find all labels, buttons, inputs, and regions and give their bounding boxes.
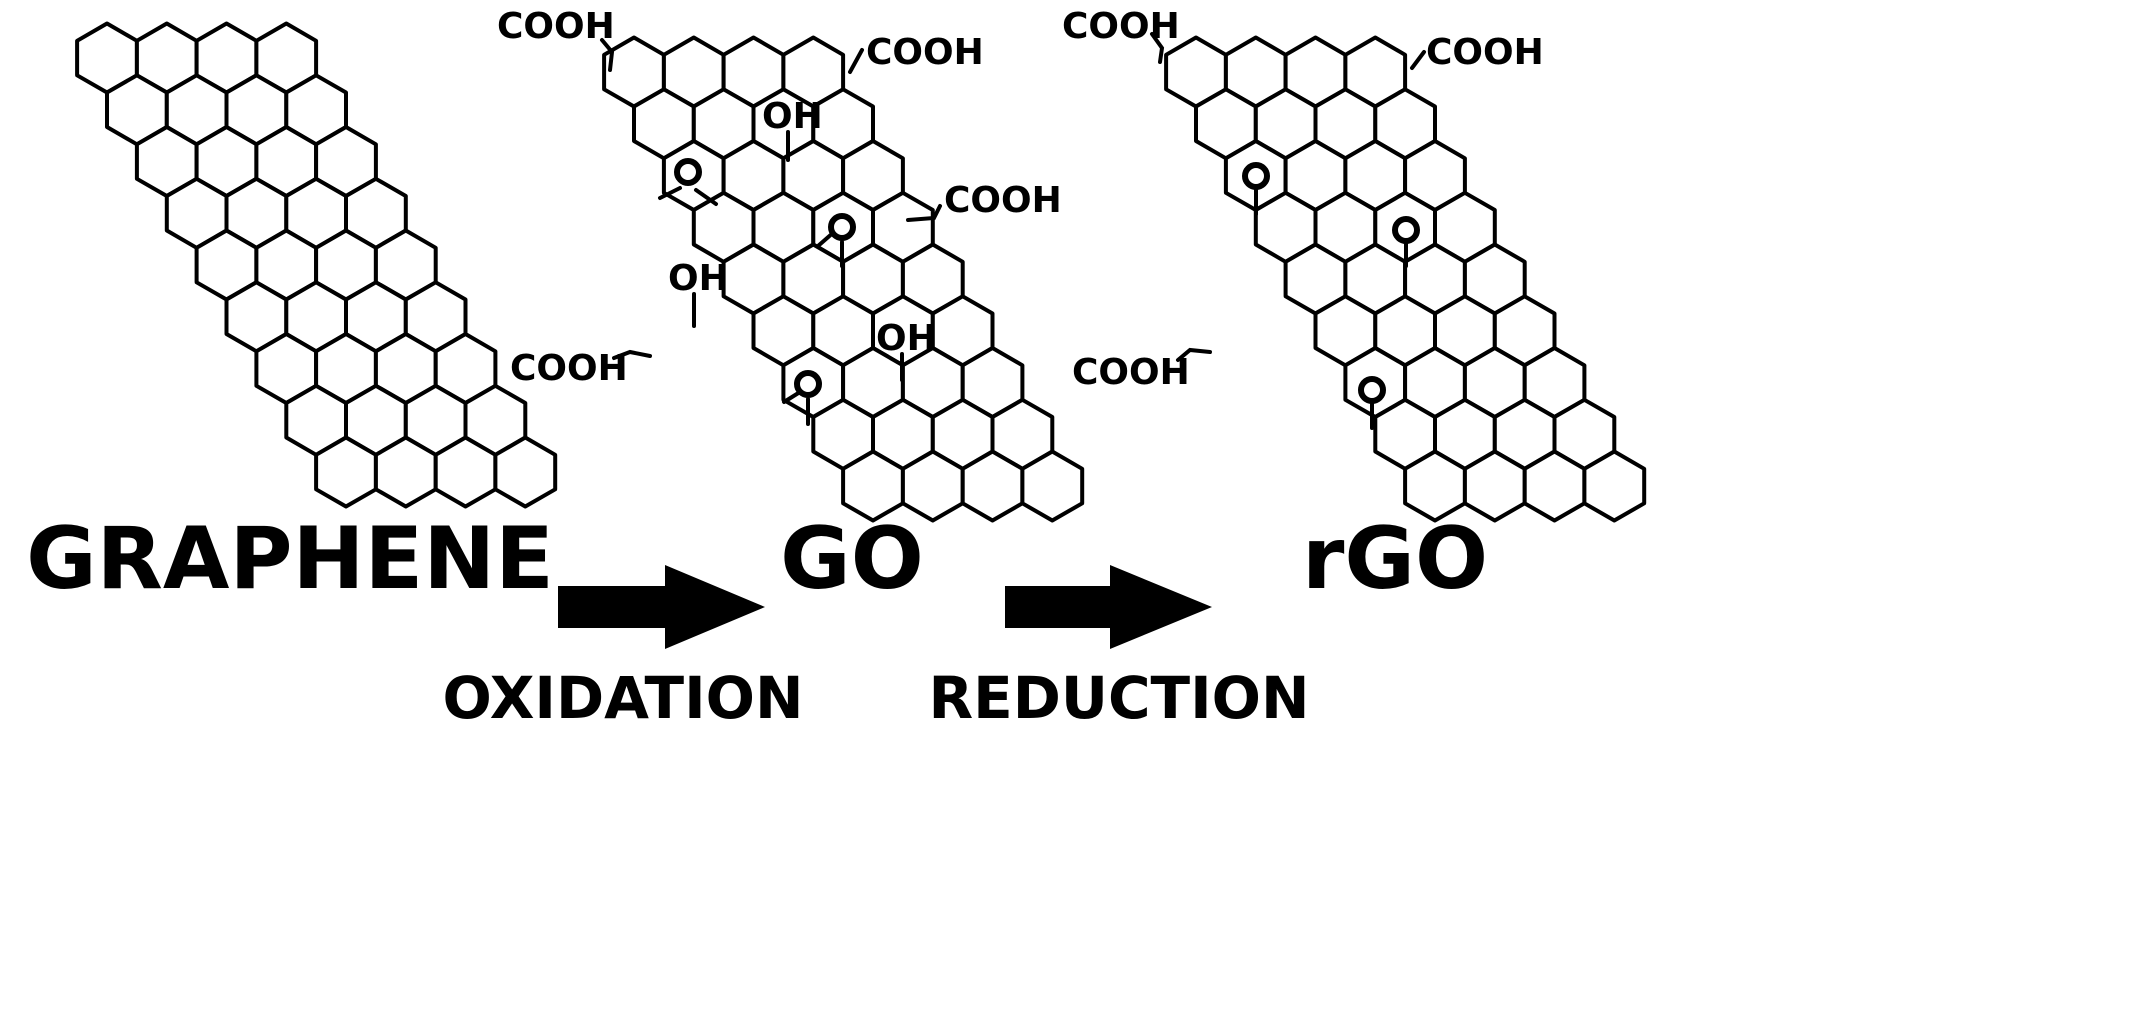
rgo-epoxy-3 [1358,376,1386,430]
go-label: GO [780,509,924,609]
graphene-hexagon [493,435,558,509]
svg-text:COOH: COOH [1072,352,1190,393]
svg-text:OH: OH [762,96,823,137]
go-oh-top: OH [762,96,823,162]
go-epoxy-1 [658,158,718,206]
go-cooh-right: COOH [906,180,1062,222]
rgo-hexagon [1582,449,1647,523]
go-epoxy-3 [782,370,822,426]
reduction-arrow [1005,565,1212,649]
rgo-functional-groups: COOH COOH COOH [1062,6,1544,430]
graphene-label: GRAPHENE [26,509,554,609]
oxidation-arrow [558,565,765,649]
svg-text:COOH: COOH [1062,6,1180,47]
go-cooh-left: COOH [510,348,652,389]
svg-text:COOH: COOH [497,6,615,47]
rgo-cooh-top-right: COOH [1410,32,1544,73]
reduction-label: REDUCTION [928,664,1309,732]
svg-text:COOH: COOH [866,32,984,73]
go-functional-groups: COOH COOH COOH COOH OH OH OH [497,6,1062,426]
go-cooh-top-left: COOH [497,6,615,72]
rgo-epoxy-2 [1392,216,1420,268]
rgo-label: rGO [1302,509,1488,609]
svg-text:OH: OH [876,318,937,359]
rgo-hexagon [1522,449,1587,523]
graphene-hexagon [433,435,498,509]
go-oh-bottom: OH [876,318,937,382]
go-lattice [602,35,1085,523]
go-epoxy-2 [816,213,856,268]
rgo-cooh-left: COOH [1072,347,1212,393]
rgo-cooh-top-left: COOH [1062,6,1180,64]
svg-text:OH: OH [668,258,729,299]
rgo-lattice [1164,35,1647,523]
go-hexagon [1020,449,1085,523]
oxidation-label: OXIDATION [442,664,803,732]
go-oh-middle: OH [668,258,729,328]
graphene-lattice [75,21,558,509]
svg-text:COOH: COOH [1426,32,1544,73]
graphene-hexagon [314,435,378,509]
go-cooh-top-right: COOH [848,32,984,74]
svg-text:COOH: COOH [510,348,628,389]
svg-text:COOH: COOH [944,180,1062,221]
rgo-epoxy-1 [1242,162,1270,216]
go-hexagon [960,449,1025,523]
graphene-hexagon [373,435,438,509]
